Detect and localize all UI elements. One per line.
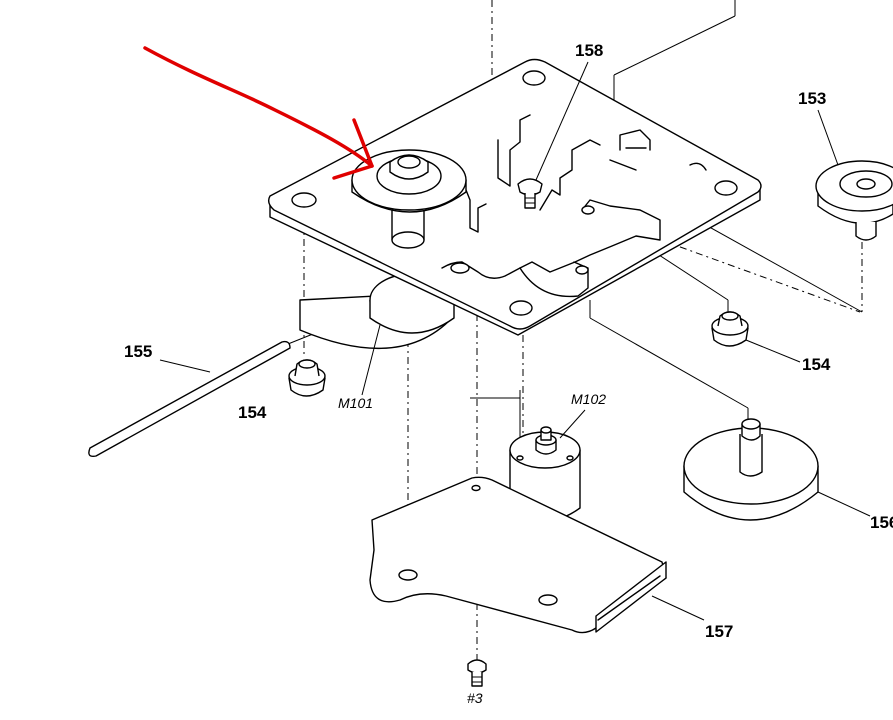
damper-154-left	[288, 359, 326, 397]
label-154-left: 154	[238, 403, 267, 422]
label-156: 156	[870, 513, 893, 532]
gear-153	[815, 109, 893, 241]
motor-m101	[299, 273, 455, 350]
damper-154-right	[711, 311, 801, 363]
chassis-plate	[267, 58, 762, 336]
label-154-right: 154	[802, 355, 831, 374]
leader-m101	[361, 324, 381, 396]
turntable	[351, 149, 467, 249]
part-labels: 158 153 154 154 155 156 157 M101 M102 #3	[124, 41, 893, 706]
label-158: 158	[575, 41, 603, 60]
base-plate-157	[369, 476, 705, 634]
screw-158	[517, 61, 589, 209]
gear-156	[683, 418, 871, 521]
shaft-155	[88, 340, 291, 458]
label-m102: M102	[571, 391, 606, 407]
red-arrow-icon	[143, 46, 374, 180]
label-153: 153	[798, 89, 826, 108]
screw-3	[467, 659, 487, 687]
label-157: 157	[705, 622, 733, 641]
label-m101: M101	[338, 395, 373, 411]
label-screw-3: #3	[467, 690, 483, 706]
label-155: 155	[124, 342, 152, 361]
